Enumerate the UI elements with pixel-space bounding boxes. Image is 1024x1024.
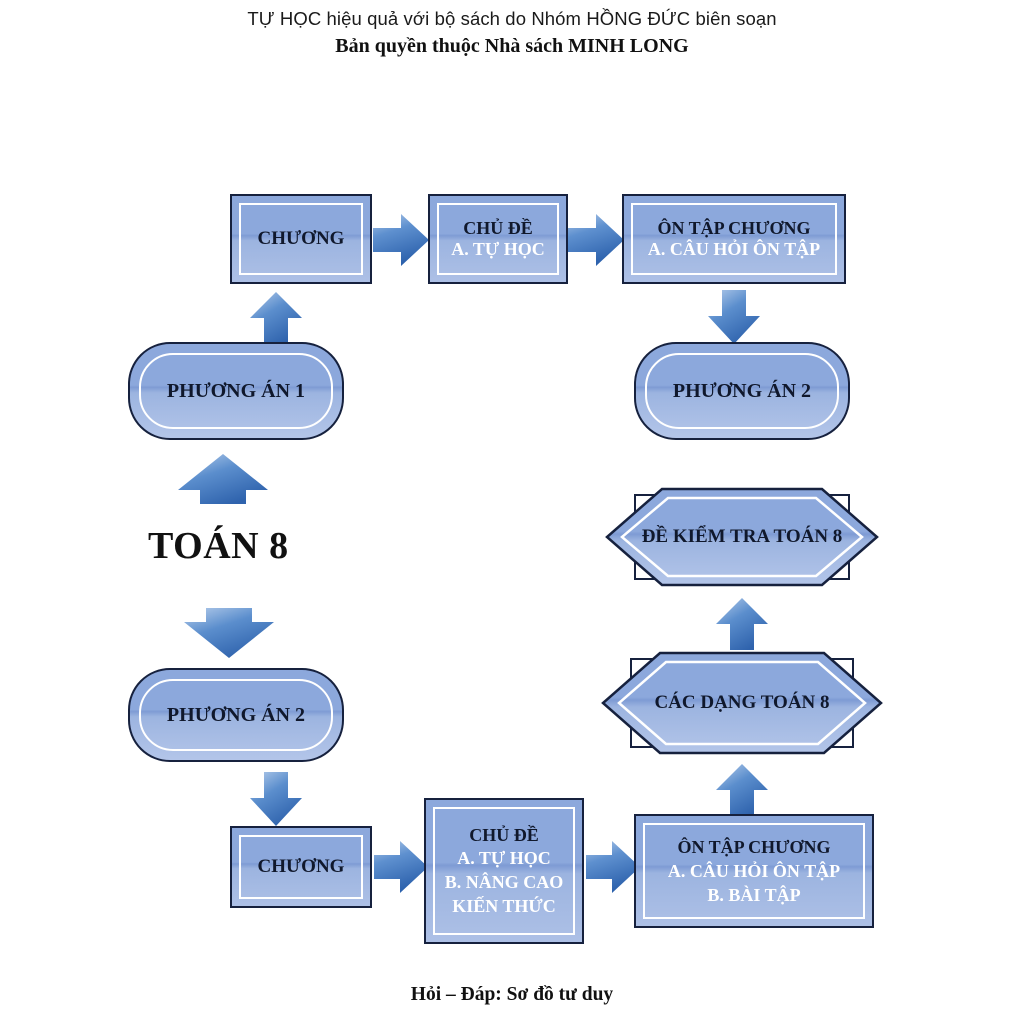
header-line-2: Bản quyền thuộc Nhà sách MINH LONG	[335, 35, 689, 57]
arrow-chuong-to-chude-top	[371, 212, 431, 268]
center-label-toan8: TOÁN 8	[148, 525, 289, 567]
node-chuong-top[interactable]: CHƯƠNG	[230, 194, 372, 284]
arrow-ontap-top-to-phuongan2	[706, 288, 762, 346]
arrow-toan8-to-phuongan1	[176, 452, 270, 506]
node-ontap-bottom-line-2: A. CÂU HỎI ÔN TẬP	[667, 860, 841, 881]
node-chude-top-line-2: A. TỰ HỌC	[451, 239, 545, 259]
arrow-chude-to-ontap-top	[566, 212, 626, 268]
arrow-cacdang-to-dekiemtra	[714, 596, 770, 652]
node-phuongan2-right[interactable]: PHƯƠNG ÁN 2	[634, 342, 850, 440]
node-ontap-bottom[interactable]: ÔN TẬP CHƯƠNG A. CÂU HỎI ÔN TẬP B. BÀI T…	[634, 814, 874, 928]
node-chuong-top-label: CHƯƠNG	[257, 227, 345, 249]
arrow-toan8-to-phuongan2-left	[182, 606, 276, 660]
node-chude-top[interactable]: CHỦ ĐỀ A. TỰ HỌC	[428, 194, 568, 284]
node-chuong-bottom[interactable]: CHƯƠNG	[230, 826, 372, 908]
node-chude-bottom-line-1: CHỦ ĐỀ	[469, 824, 539, 845]
node-chude-bottom-line-3: B. NÂNG CAO	[444, 872, 564, 892]
node-phuongan1[interactable]: PHƯƠNG ÁN 1	[128, 342, 344, 440]
page-header: TỰ HỌC hiệu quả với bộ sách do Nhóm HỒNG…	[0, 6, 1024, 60]
arrow-chuong-to-chude-bottom	[372, 839, 430, 895]
arrow-phuongan1-to-chuong-top	[248, 290, 304, 346]
arrow-ontap-bottom-to-cacdang	[714, 762, 770, 818]
node-phuongan2-left[interactable]: PHƯƠNG ÁN 2	[128, 668, 344, 762]
node-ontap-bottom-line-3: B. BÀI TẬP	[707, 885, 801, 906]
node-chude-bottom[interactable]: CHỦ ĐỀ A. TỰ HỌC B. NÂNG CAO KIẾN THỨC	[424, 798, 584, 944]
node-phuongan2-left-label: PHƯƠNG ÁN 2	[166, 703, 306, 726]
node-phuongan2-right-label: PHƯƠNG ÁN 2	[672, 379, 812, 402]
page-footer: Hỏi – Đáp: Sơ đồ tư duy	[410, 984, 614, 1005]
header-line-1: TỰ HỌC hiệu quả với bộ sách do Nhóm HỒNG…	[247, 8, 777, 29]
node-ontap-top-line-2: A. CÂU HỎI ÔN TẬP	[647, 239, 821, 259]
node-chude-bottom-line-2: A. TỰ HỌC	[457, 848, 551, 869]
node-ontap-top[interactable]: ÔN TẬP CHƯƠNG A. CÂU HỎI ÔN TẬP	[622, 194, 846, 284]
node-phuongan1-label: PHƯƠNG ÁN 1	[166, 379, 306, 402]
node-cacdang-label: CÁC DẠNG TOÁN 8	[654, 692, 830, 713]
node-dekiemtra-label: ĐỀ KIỂM TRA TOÁN 8	[641, 526, 843, 547]
arrow-chude-to-ontap-bottom	[584, 839, 642, 895]
node-chude-top-line-1: CHỦ ĐỀ	[463, 217, 533, 238]
node-ontap-bottom-line-1: ÔN TẬP CHƯƠNG	[677, 836, 831, 857]
node-chude-bottom-line-4: KIẾN THỨC	[452, 895, 556, 916]
node-ontap-top-line-1: ÔN TẬP CHƯƠNG	[657, 217, 811, 238]
node-cacdang[interactable]: CÁC DẠNG TOÁN 8	[600, 650, 884, 756]
node-dekiemtra[interactable]: ĐỀ KIỂM TRA TOÁN 8	[604, 486, 880, 588]
node-chuong-bottom-label: CHƯƠNG	[257, 855, 345, 877]
arrow-phuongan2-left-to-chuong-bottom	[248, 770, 304, 828]
